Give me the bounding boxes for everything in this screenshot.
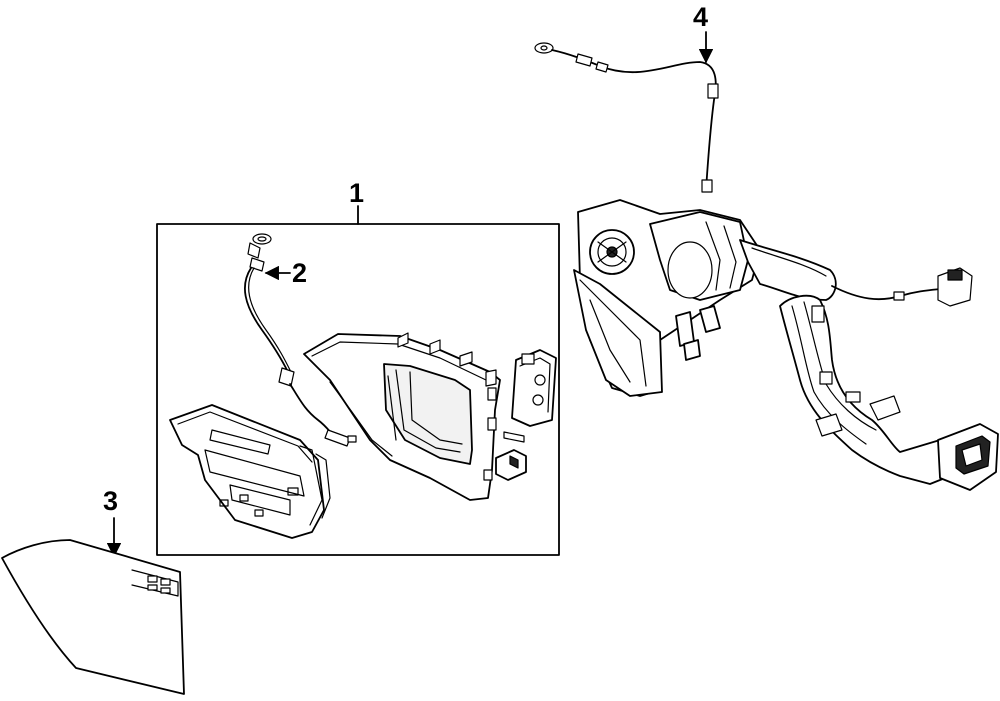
callout-3: 3 bbox=[103, 486, 122, 558]
mirror-glass bbox=[1, 539, 185, 695]
door-wiring-harness bbox=[534, 42, 999, 491]
callout-4: 4 bbox=[693, 2, 714, 64]
callout-3-label: 3 bbox=[103, 486, 118, 516]
callout-1-label: 1 bbox=[349, 178, 364, 208]
callout-1: 1 bbox=[349, 178, 364, 225]
callout-2-label: 2 bbox=[292, 258, 307, 288]
callout-2: 2 bbox=[264, 258, 307, 288]
mirror-assembly-group bbox=[169, 332, 557, 539]
mirror-wiring-pigtail bbox=[244, 233, 357, 447]
callout-4-label: 4 bbox=[693, 2, 708, 32]
